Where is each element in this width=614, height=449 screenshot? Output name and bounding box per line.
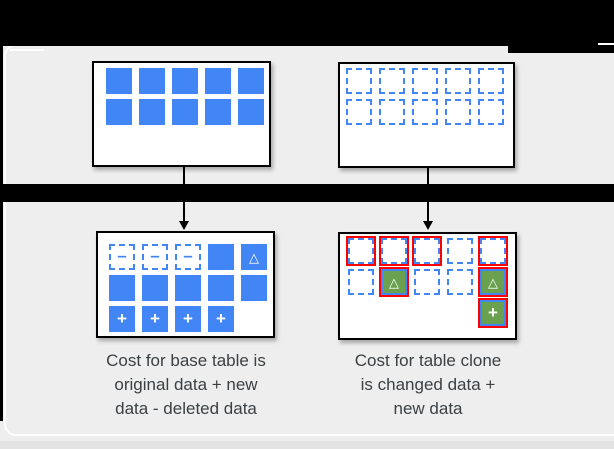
table-clone-after-grid: △ △ + <box>346 236 515 328</box>
cell-empty <box>241 306 267 332</box>
cell-empty <box>381 300 407 326</box>
plus-icon: + <box>216 309 226 328</box>
plus-icon: + <box>183 309 193 328</box>
table-clone-before-grid <box>346 68 513 125</box>
cell-dashed <box>412 68 438 94</box>
cell-dashed-minus: – <box>142 244 168 270</box>
plus-icon: + <box>150 309 160 328</box>
cell-solid <box>238 68 264 94</box>
cell-dashed-red <box>412 236 442 266</box>
cell-dashed <box>346 68 372 94</box>
cell-dashed-minus: – <box>109 244 135 270</box>
cell-dashed <box>346 99 372 125</box>
top-right-redaction-bar <box>508 0 614 53</box>
cell-dashed <box>445 99 471 125</box>
cell-dashed <box>414 269 440 295</box>
card-corner-highlight-right <box>598 43 614 45</box>
minus-icon: – <box>117 246 127 265</box>
cell-dashed <box>478 68 504 94</box>
cell-empty <box>447 300 473 326</box>
middle-redaction-bar <box>0 184 614 202</box>
cell-solid <box>139 99 165 125</box>
table-clone-cost-caption: Cost for table clone is changed data + n… <box>354 351 502 418</box>
minus-icon: – <box>183 246 193 265</box>
cell-solid <box>205 68 231 94</box>
triangle-icon: △ <box>249 249 259 265</box>
cell-dashed-red <box>379 236 409 266</box>
cell-solid <box>142 275 168 301</box>
cell-dashed <box>348 269 374 295</box>
cell-solid <box>241 275 267 301</box>
cell-solid <box>109 275 135 301</box>
cell-solid-plus: + <box>109 306 135 332</box>
minus-icon: – <box>150 246 160 265</box>
cell-dashed <box>478 99 504 125</box>
cell-dashed <box>445 68 471 94</box>
cell-solid-plus: + <box>142 306 168 332</box>
cell-solid-triangle: △ <box>241 244 267 270</box>
cell-solid <box>172 99 198 125</box>
base-table-after-grid: – – – △ + + + + <box>109 244 273 332</box>
base-table-cost-caption: Cost for base table is original data + n… <box>106 351 266 418</box>
cell-solid <box>175 275 201 301</box>
plus-icon: + <box>117 309 127 328</box>
cell-solid <box>172 68 198 94</box>
cell-dashed-minus: – <box>175 244 201 270</box>
cell-solid <box>208 244 234 270</box>
cell-empty <box>414 300 440 326</box>
table-clone-after-panel: △ △ + <box>338 232 517 340</box>
cell-dashed <box>379 68 405 94</box>
base-table-after-panel: – – – △ + + + + <box>96 231 275 338</box>
triangle-icon: △ <box>488 274 498 290</box>
cell-solid <box>106 68 132 94</box>
cell-solid <box>205 99 231 125</box>
cell-dashed <box>447 269 473 295</box>
cell-dashed <box>447 238 473 264</box>
cell-empty <box>348 300 374 326</box>
card-corner-highlight-left <box>10 49 44 51</box>
cell-solid-plus: + <box>175 306 201 332</box>
base-table-arrow-head-icon <box>179 221 189 230</box>
cell-solid-plus: + <box>208 306 234 332</box>
base-table-before-grid <box>106 68 269 125</box>
cell-solid <box>106 99 132 125</box>
left-edge-strip <box>0 46 3 421</box>
cell-dashed <box>412 99 438 125</box>
cell-green-triangle-red: △ <box>379 267 409 297</box>
bottom-edge-strip <box>0 441 614 449</box>
cell-green-triangle-red: △ <box>478 267 508 297</box>
plus-icon: + <box>488 303 498 322</box>
table-clone-before-panel <box>338 62 515 168</box>
cell-solid <box>238 99 264 125</box>
triangle-icon: △ <box>389 274 399 290</box>
cell-solid <box>208 275 234 301</box>
table-clone-arrow-head-icon <box>423 221 433 230</box>
cell-dashed-red <box>478 236 508 266</box>
cell-dashed <box>379 99 405 125</box>
cell-dashed-red <box>346 236 376 266</box>
cell-green-plus-red: + <box>478 298 508 328</box>
base-table-before-panel <box>92 61 271 167</box>
cell-solid <box>139 68 165 94</box>
